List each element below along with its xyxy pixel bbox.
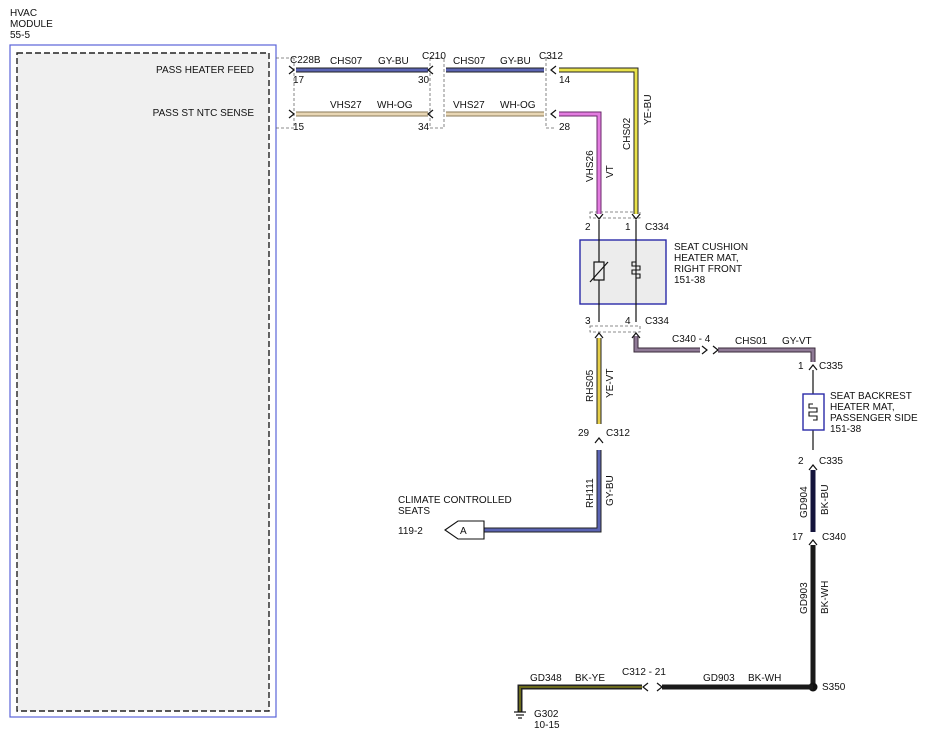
- c340-17-arrow: [808, 539, 818, 546]
- c335-pin-1: 1: [798, 361, 804, 372]
- c312-21-label: C312 - 21: [622, 667, 666, 678]
- module-inner-box: [16, 52, 270, 712]
- c312-mid-label: C312: [606, 428, 630, 439]
- pass-st-ntc-sense-label: PASS ST NTC SENSE: [153, 108, 255, 119]
- c210-pin-30: 30: [418, 75, 430, 86]
- module-ref: 55-5: [10, 30, 30, 41]
- seat-cushion-line3: RIGHT FRONT: [674, 264, 742, 275]
- rhs05-color: YE-VT: [605, 369, 616, 398]
- c334-pin-3: 3: [585, 316, 591, 327]
- climate-ref: 119-2: [398, 526, 423, 537]
- ground-ref: 10-15: [534, 720, 560, 731]
- vhs27-b-code: VHS27: [453, 100, 485, 111]
- seat-cushion-heater-mat[interactable]: [579, 220, 667, 322]
- ground-label: G302: [534, 709, 559, 720]
- chs07-b-color: GY-BU: [500, 56, 531, 67]
- c312-21-arrows: [642, 682, 663, 692]
- chs02-code: CHS02: [622, 117, 633, 150]
- c340-4-label: C340 - 4: [672, 334, 711, 345]
- vhs26-code: VHS26: [585, 150, 596, 182]
- c228b-label: C228B: [290, 55, 321, 66]
- c335-bottom-arrow: [808, 464, 818, 471]
- c312-pin-28: 28: [559, 122, 571, 133]
- c335-top-arrow: [808, 364, 818, 371]
- wire-gd348[interactable]: [517, 684, 642, 712]
- gd903-h-color: BK-WH: [748, 673, 781, 684]
- c312-29-arrow: [594, 437, 604, 444]
- c334-pin-1: 1: [625, 222, 631, 233]
- s350-label: S350: [822, 682, 846, 693]
- ground-icon: [514, 711, 526, 719]
- connector-arrows-top: [288, 65, 557, 119]
- vhs27-b-color: WH-OG: [500, 100, 536, 111]
- chs01-color: GY-VT: [782, 336, 812, 347]
- wire-chs02[interactable]: [559, 67, 639, 214]
- c340-17-label: C340: [822, 532, 846, 543]
- pass-heater-feed-label: PASS HEATER FEED: [156, 65, 254, 76]
- rh111-code: RH111: [585, 478, 596, 508]
- seat-cushion-line1: SEAT CUSHION: [674, 242, 748, 253]
- seat-backrest-line3: PASSENGER SIDE: [830, 413, 918, 424]
- climate-controlled-seats-flag[interactable]: [444, 520, 485, 540]
- vhs27-a-code: VHS27: [330, 100, 362, 111]
- c335-top-label: C335: [819, 361, 843, 372]
- wire-vhs26[interactable]: [559, 111, 602, 214]
- c210-pin-34: 34: [418, 122, 430, 133]
- seat-backrest-line2: HEATER MAT,: [830, 402, 895, 413]
- climate-line2: SEATS: [398, 506, 430, 517]
- rhs05-code: RHS05: [585, 369, 596, 402]
- gd904-code: GD904: [799, 486, 810, 518]
- chs02-color: YE-BU: [643, 94, 654, 125]
- c340-pin-17: 17: [792, 532, 804, 543]
- c312-top-label: C312: [539, 51, 563, 62]
- c340-4-arrows: [701, 345, 719, 355]
- chs07-a-color: GY-BU: [378, 56, 409, 67]
- gd903-v-code: GD903: [799, 582, 810, 614]
- c312-pin-14: 14: [559, 75, 571, 86]
- c210-label: C210: [422, 51, 446, 62]
- chs07-b-code: CHS07: [453, 56, 486, 67]
- seat-backrest-line1: SEAT BACKREST: [830, 391, 912, 402]
- c334-top-arrows: [594, 213, 641, 220]
- gd348-color: BK-YE: [575, 673, 605, 684]
- c228b-pin-17: 17: [293, 75, 305, 86]
- seat-backrest-ref: 151-38: [830, 424, 862, 435]
- module-name-line1: HVAC: [10, 8, 37, 19]
- chs07-a-code: CHS07: [330, 56, 363, 67]
- gd348-code: GD348: [530, 673, 562, 684]
- c228b-pin-15: 15: [293, 122, 305, 133]
- rh111-color: GY-BU: [605, 475, 616, 506]
- climate-line1: CLIMATE CONTROLLED: [398, 495, 512, 506]
- c334-bottom-arrows: [594, 332, 641, 339]
- gd903-v-color: BK-WH: [820, 581, 831, 614]
- vhs26-color: VT: [605, 165, 616, 178]
- c312-pin-29: 29: [578, 428, 590, 439]
- gd904-color: BK-BU: [820, 484, 831, 515]
- c334-bottom-label: C334: [645, 316, 669, 327]
- wire-rh111[interactable]: [484, 450, 602, 533]
- c335-pin-2: 2: [798, 456, 804, 467]
- seat-cushion-line2: HEATER MAT,: [674, 253, 739, 264]
- c334-pin-2: 2: [585, 222, 591, 233]
- wire-chs01[interactable]: [633, 336, 816, 362]
- gd903-h-code: GD903: [703, 673, 735, 684]
- seat-cushion-ref: 151-38: [674, 275, 706, 286]
- seat-backrest-heater-mat[interactable]: [802, 370, 825, 450]
- module-name-line2: MODULE: [10, 19, 53, 30]
- c335-bottom-label: C335: [819, 456, 843, 467]
- vhs27-a-color: WH-OG: [377, 100, 413, 111]
- c334-pin-4: 4: [625, 316, 631, 327]
- climate-flag-letter: A: [460, 526, 467, 537]
- chs01-code: CHS01: [735, 336, 768, 347]
- c334-top-label: C334: [645, 222, 669, 233]
